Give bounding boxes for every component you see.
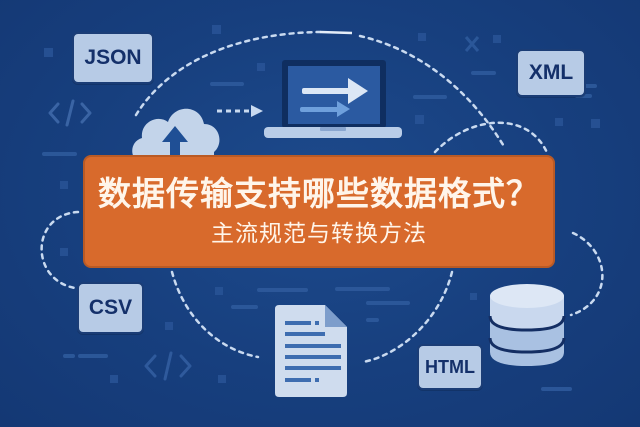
xml-format-tag: XML <box>516 49 586 97</box>
code-brackets-icon <box>48 99 92 127</box>
csv-format-tag: CSV <box>77 282 144 334</box>
database-icon <box>488 284 566 366</box>
document-icon <box>275 305 347 397</box>
csv-label: CSV <box>88 296 133 319</box>
json-format-tag: JSON <box>72 32 154 84</box>
xml-label: XML <box>528 61 574 84</box>
laptop-transfer-icon <box>264 60 402 138</box>
transfer-arrow-icon <box>217 105 263 117</box>
html-label: HTML <box>425 356 475 377</box>
html-format-tag: HTML <box>417 344 483 390</box>
cloud-upload-icon <box>132 108 220 162</box>
banner-subtitle: 主流规范与转换方法 <box>211 220 427 247</box>
code-brackets-icon <box>144 351 192 381</box>
title-banner: 数据传输支持哪些数据格式？ 主流规范与转换方法 <box>83 155 555 268</box>
json-label: JSON <box>84 46 142 69</box>
banner-title: 数据传输支持哪些数据格式？ <box>98 173 540 213</box>
